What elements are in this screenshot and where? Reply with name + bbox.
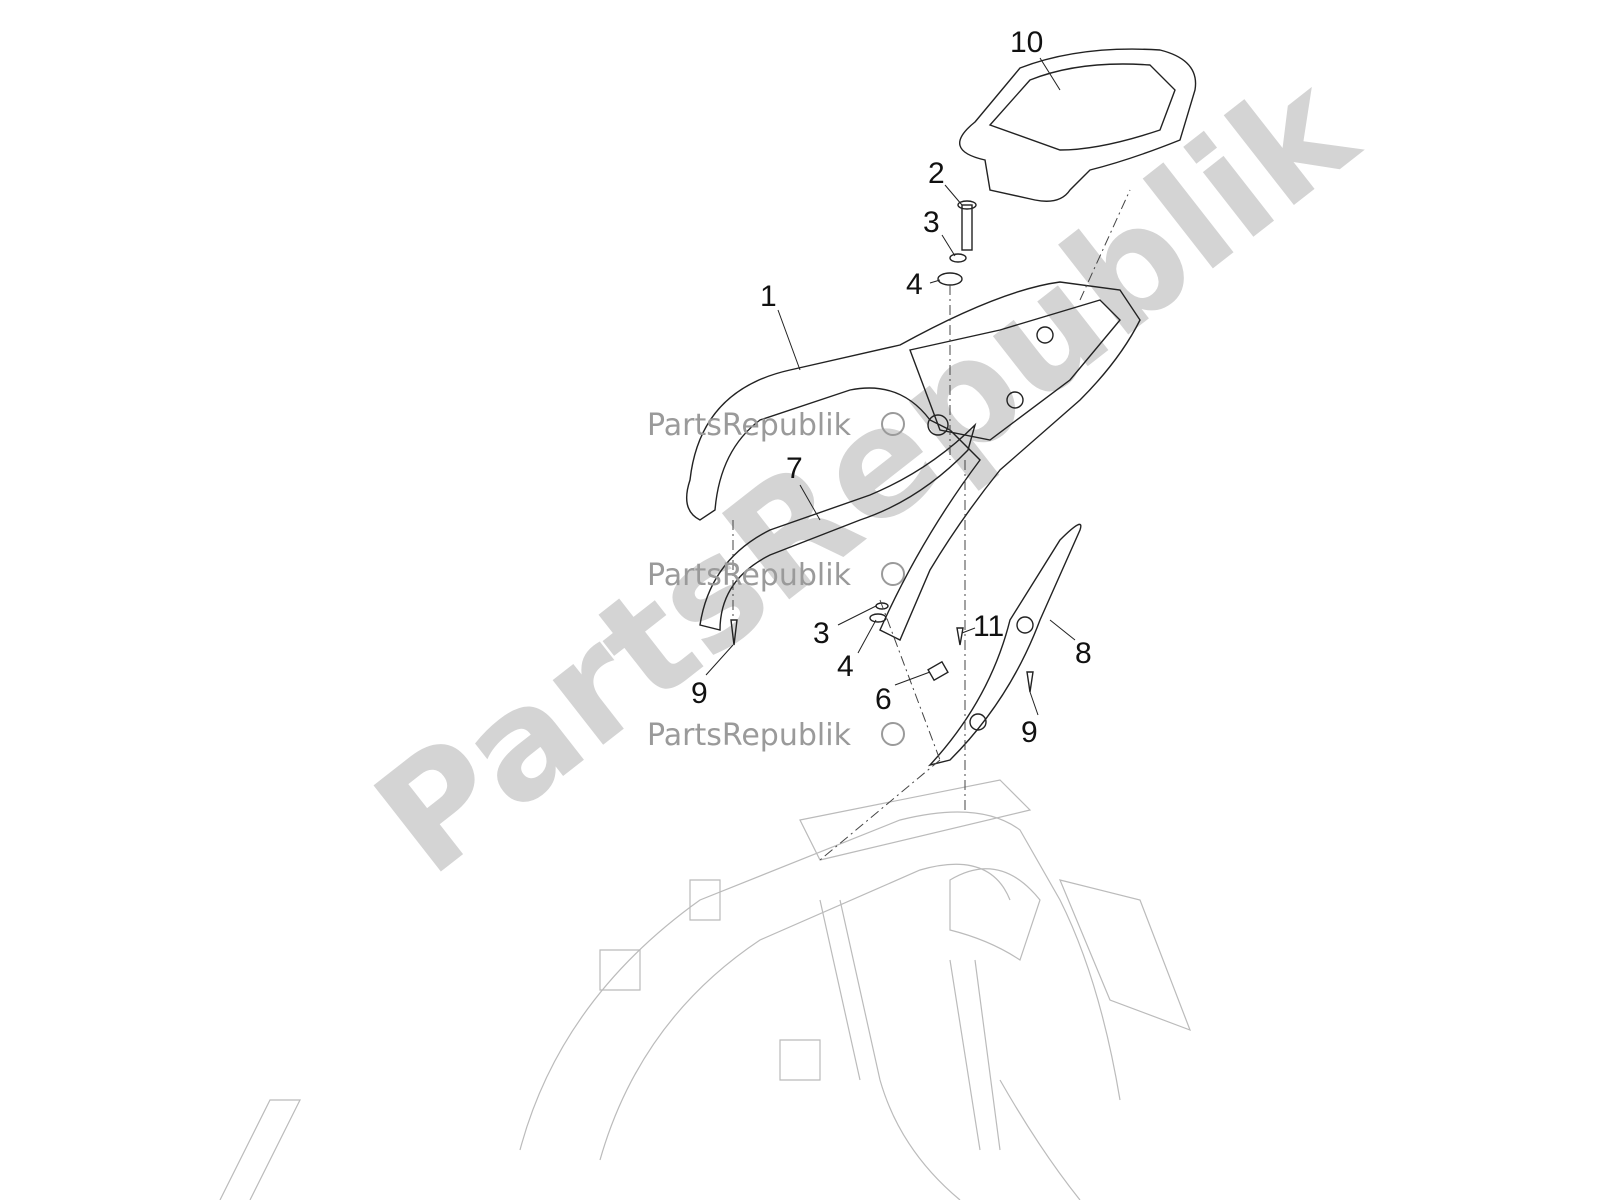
callout-11: 11 — [973, 610, 1004, 643]
callout-4: 4 — [906, 268, 923, 301]
callouts: 10 2 3 4 1 7 3 4 11 8 9 6 9 — [691, 26, 1092, 749]
part-1-rear-rack — [686, 281, 1141, 641]
assembly-lines — [732, 189, 1131, 861]
watermark-small-3: PartsRepublik — [647, 718, 905, 753]
watermark-large: PartsRepublik — [345, 41, 1387, 909]
part-8-grab-handle — [927, 523, 1082, 767]
gear-icon — [881, 412, 905, 436]
callout-9: 9 — [1021, 716, 1038, 749]
part-7-grab-handle — [699, 422, 977, 631]
callout-4: 4 — [837, 650, 854, 683]
callout-6: 6 — [875, 683, 892, 716]
part-4-washer — [937, 272, 963, 286]
callout-8: 8 — [1075, 637, 1092, 670]
callout-3: 3 — [813, 617, 830, 650]
callout-9: 9 — [691, 677, 708, 710]
callout-10: 10 — [1010, 26, 1043, 59]
lower-hardware — [730, 602, 1034, 693]
watermark-small-2: PartsRepublik — [647, 558, 905, 593]
gear-icon — [881, 562, 905, 586]
svg-text:PartsRepublik: PartsRepublik — [647, 558, 852, 593]
callout-3: 3 — [923, 206, 940, 239]
part-2-screw — [957, 200, 977, 251]
gear-icon — [881, 722, 905, 746]
part-10-seat — [959, 48, 1197, 202]
callout-7: 7 — [786, 452, 803, 485]
scooter-frame-background — [219, 779, 1192, 1200]
svg-text:PartsRepublik: PartsRepublik — [647, 408, 852, 443]
part-3-washer — [949, 253, 967, 263]
svg-text:PartsRepublik: PartsRepublik — [647, 718, 852, 753]
callout-2: 2 — [928, 157, 945, 190]
leader-lines — [705, 57, 1076, 716]
callout-1: 1 — [760, 280, 777, 313]
watermark-small-1: PartsRepublik — [647, 408, 905, 443]
